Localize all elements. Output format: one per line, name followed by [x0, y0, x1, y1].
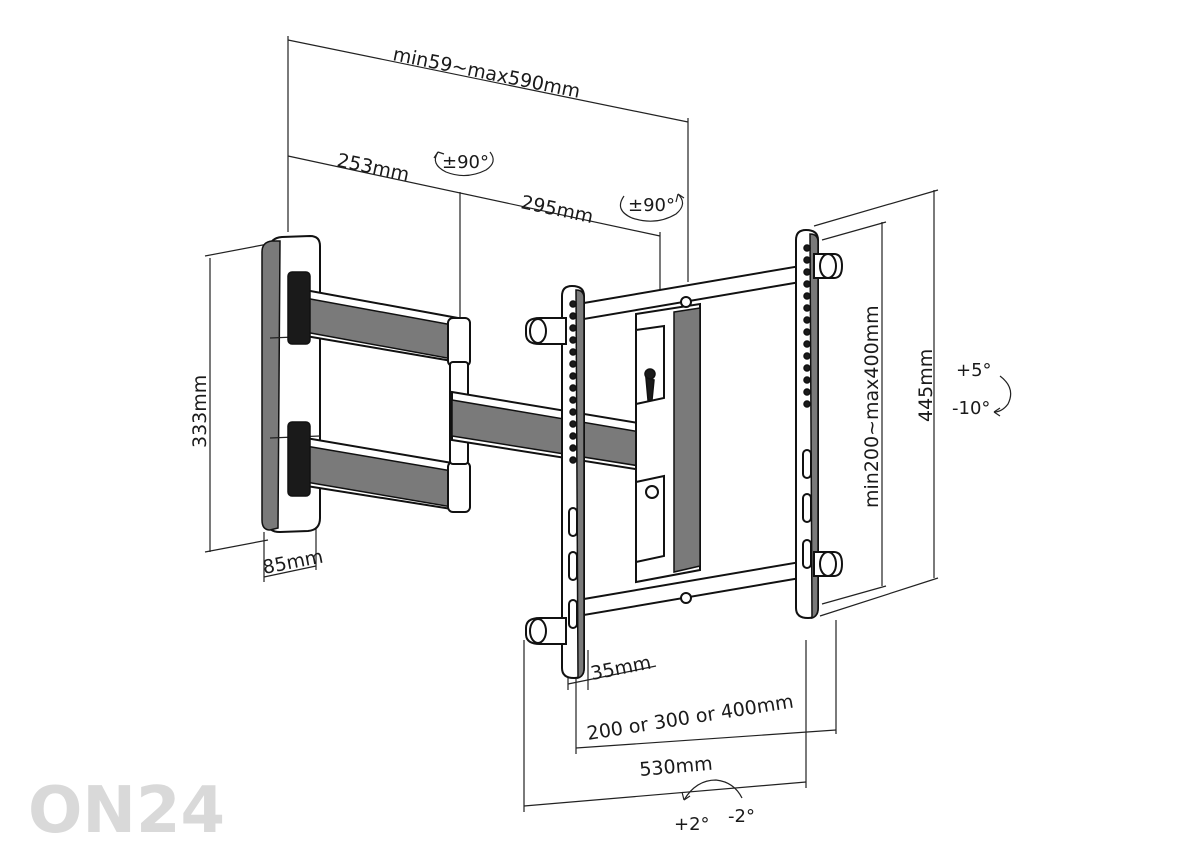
bracket-width-label: 530mm	[639, 753, 714, 781]
mount-hole	[569, 396, 577, 404]
mount-hole	[803, 292, 811, 300]
right-vesa-rail	[795, 228, 844, 620]
mount-hole	[569, 372, 577, 380]
mount-hole	[803, 256, 811, 264]
dimension-lines	[204, 36, 939, 812]
mount-hole	[569, 384, 577, 392]
mount-hole	[803, 244, 811, 252]
mount-hole	[803, 304, 811, 312]
outer-arm-label: 295mm	[519, 191, 595, 228]
level-plus-label: +2°	[674, 814, 710, 835]
level-minus-label: -2°	[728, 806, 755, 827]
rotation-arrows	[433, 151, 1012, 801]
mount-hole	[803, 388, 811, 396]
tilt-down-label: -10°	[952, 398, 990, 419]
rotation-labels: ±90° ±90° +5° -10° +2° -2°	[442, 152, 992, 835]
tilt-up-label: +5°	[956, 360, 992, 381]
mount-hole	[803, 316, 811, 324]
mount-hole	[569, 408, 577, 416]
upper-arm	[287, 271, 471, 367]
mount-hole	[569, 336, 577, 344]
vesa-vertical-label: min200~max400mm	[861, 305, 883, 508]
mount-hole	[803, 376, 811, 384]
wall-plate-depth-label: 85mm	[261, 546, 325, 579]
mount-hole	[803, 400, 811, 408]
mount-hole	[569, 360, 577, 368]
mount-hole	[569, 312, 577, 320]
wall-plate-height-label: 333mm	[189, 375, 211, 448]
inner-arm-label: 253mm	[335, 149, 411, 186]
mount-hole	[569, 432, 577, 440]
outer-arm	[449, 361, 667, 477]
mount-hole	[803, 328, 811, 336]
mount-hole	[803, 364, 811, 372]
mount-hole	[569, 420, 577, 428]
mount-hole	[569, 456, 577, 464]
total-extension-label: min59~max590mm	[391, 43, 582, 103]
mount-hole	[803, 268, 811, 276]
mount-hole	[569, 348, 577, 356]
mount-hole	[803, 280, 811, 288]
mount-hole	[803, 352, 811, 360]
rail-width-label: 35mm	[589, 652, 653, 685]
mount-hole	[803, 340, 811, 348]
swivel-1-label: ±90°	[442, 152, 489, 173]
tilt-column	[635, 302, 701, 584]
lower-arm	[287, 421, 471, 513]
swivel-2-label: ±90°	[628, 195, 675, 216]
mount-hole	[569, 444, 577, 452]
watermark-logo: ON24	[28, 774, 225, 848]
mount-hole	[569, 324, 577, 332]
bracket-height-label: 445mm	[915, 349, 937, 422]
left-vesa-rail	[525, 284, 585, 680]
mount-hole	[569, 300, 577, 308]
vesa-horizontal-label: 200 or 300 or 400mm	[585, 691, 795, 745]
